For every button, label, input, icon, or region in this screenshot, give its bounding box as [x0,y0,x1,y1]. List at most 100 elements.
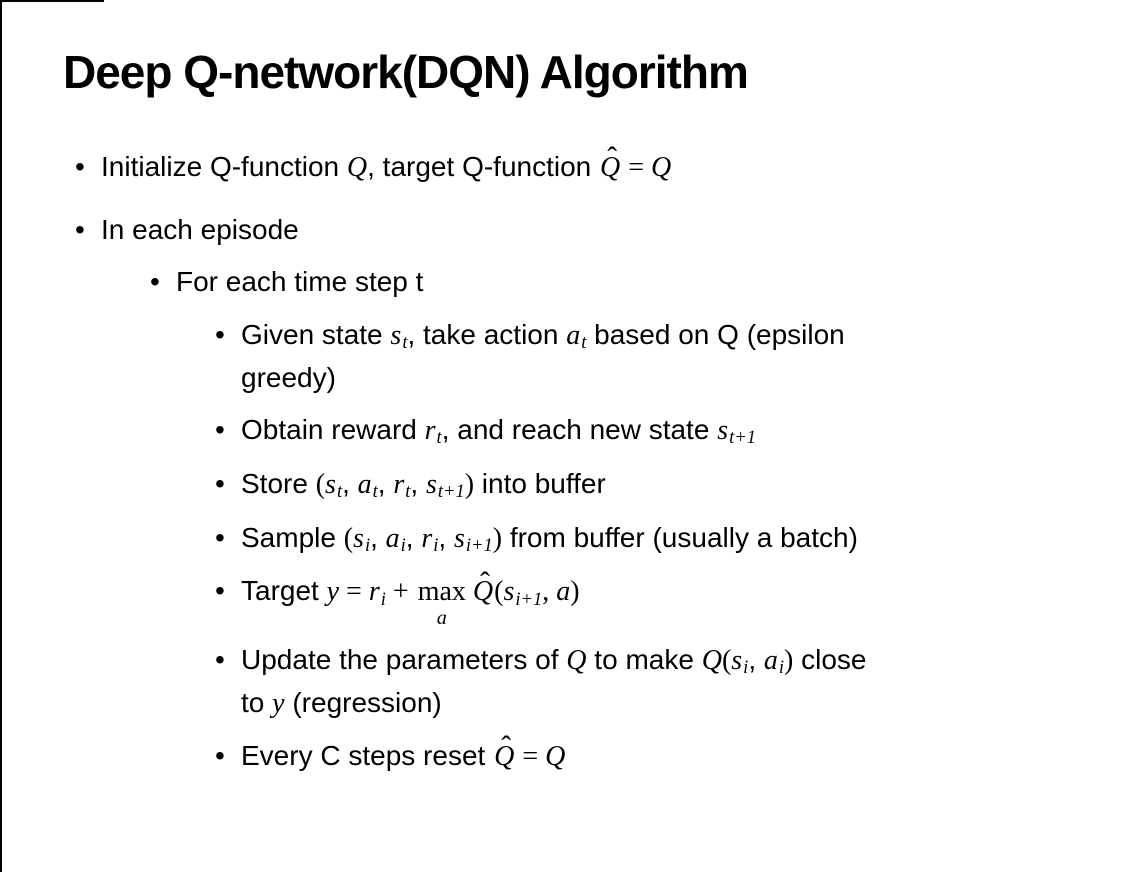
math-var-sub: si [353,522,371,555]
math-subscript: t+1 [729,427,756,448]
bullet-content: Update the parameters of Q to make Q(si,… [241,639,867,724]
hat-accent: ˆ [607,141,618,174]
math-var: s [353,522,364,554]
bullet-marker: • [215,318,225,350]
math-subscript: i [743,657,749,678]
math-text: = [515,741,546,773]
math-text: = [621,151,652,183]
math-var-sub: si+1 [503,575,543,609]
bullet-item: • Initialize Q-function Q, target Q-func… [0,143,1124,188]
math-var: a [566,319,581,351]
slide-title: Deep Q-network(DQN) Algorithm [63,46,749,98]
bullet-content: Sample (si, ai, ri, si+1) from buffer (u… [241,517,858,560]
bullet-marker: • [75,150,85,182]
bullet-item: • In each episode [0,209,1124,250]
math-subscript: t+1 [437,481,465,502]
bullet-content: Obtain reward rt, and reach new state st… [241,409,756,452]
text-run: , [370,521,386,553]
bullet-marker: • [215,740,225,772]
bullet-marker: • [215,575,225,607]
bullet-marker: • [75,213,85,245]
math-subscript: i [400,534,406,555]
math-var: r [368,576,380,608]
math-var: Q [600,151,621,183]
text-run: Update the parameters of [241,643,567,675]
math-text: , [542,576,557,608]
bullet-marker: • [215,414,225,446]
math-var-sub: st [325,468,342,501]
text-run: , [342,467,358,499]
bullet-content: Initialize Q-function Q, target Q-functi… [101,143,671,188]
math-var-sub: si+1 [454,522,493,555]
math-paren-close: ) [570,576,580,608]
math-var-sub: ri [421,522,438,555]
math-subscript: t [581,332,587,353]
text-run: Obtain reward [241,414,425,446]
bullet-content: Given state s t , take action at based on … [241,314,845,398]
bullet-item: • Update the parameters of Q to make Q(s… [0,639,1124,724]
hat-accent: ˆ [501,731,512,764]
bullet-content: Store (st, at, rt, st+1) into buffer [241,463,606,506]
math-var: r [424,415,436,447]
math-var: s [731,644,743,676]
math-subscript: i [364,534,371,555]
text-run: close [793,643,867,675]
math-var: Q [494,741,515,773]
math-subscript: i [380,588,386,609]
math-paren-close: ) [464,468,475,500]
math-var-sub: ai [763,644,785,678]
text-run: Sample [241,521,344,553]
bullet-item: • Given state s t , take action at based o… [0,314,1124,398]
bullet-marker: • [215,521,225,553]
text-run: to [241,686,273,718]
math-var: y [272,687,285,719]
text-run: , [748,643,764,675]
text-run: Target [241,575,327,607]
slide-edge-left [0,0,2,872]
bullet-marker: • [150,266,160,298]
text-run: , [410,467,426,499]
math-var: a [763,644,778,676]
max-operator-label: max [417,576,466,608]
math-var-sub: si [731,644,749,678]
bullet-item: • Sample (si, ai, ri, si+1) from buffer … [0,517,1124,560]
math-text: + [385,576,416,608]
text-run: Every C steps reset [241,740,494,772]
math-var: s [390,319,402,351]
bullet-content: For each time step t [176,261,423,302]
text-run: , take action [407,318,567,350]
math-var: Q [346,151,368,183]
text-run: based on Q (epsilon [586,318,845,350]
math-var-sub: at [357,468,378,501]
math-var-sub: rt [424,414,442,447]
text-run: Given state [241,318,391,350]
math-subscript: i+1 [465,534,493,555]
text-run: from buffer (usually a batch) [502,521,858,553]
math-var: a [357,468,372,500]
math-var-sub: at [566,319,587,353]
math-var: r [421,522,433,554]
math-subscript: i [778,657,785,678]
bullet-marker: • [215,467,225,499]
math-var: y [326,576,340,608]
text-run: , [405,521,422,553]
text-run: greedy) [241,361,336,393]
text-run: , and reach new state [441,414,718,446]
text-run: In each episode [101,213,299,245]
slide-edge-top [0,0,104,2]
bullet-marker: • [215,643,225,675]
math-var: Q [472,576,494,608]
math-var: s [325,468,336,500]
math-paren-open: ( [315,468,326,500]
math-var: a [556,576,571,608]
text-run: into buffer [474,467,606,499]
math-text: = [339,576,369,608]
math-subscript: i+1 [515,588,543,609]
